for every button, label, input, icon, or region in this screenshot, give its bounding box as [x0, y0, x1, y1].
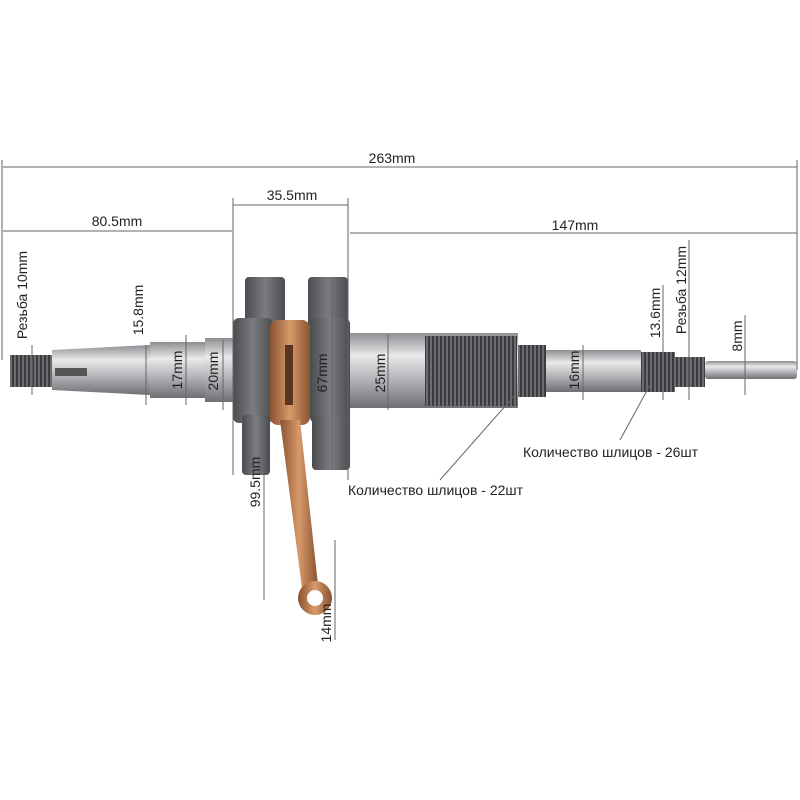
- connecting-rod: [270, 320, 332, 615]
- dim-spline-26-diameter: 13.6mm: [647, 287, 663, 339]
- right-shaft: [350, 333, 797, 408]
- dim-left-taper: 15.8mm: [130, 284, 146, 336]
- left-shaft: [10, 338, 237, 402]
- dim-right-thread: Резьба 12mm: [673, 245, 689, 335]
- dim-left-journal-17: 17mm: [169, 350, 185, 390]
- dim-left-shaft-length: 80.5mm: [91, 213, 143, 229]
- dim-right-journal: 25mm: [372, 353, 388, 393]
- dim-left-journal-20: 20mm: [205, 351, 221, 391]
- dim-web-width: 35.5mm: [266, 187, 318, 203]
- crank-webs: [233, 277, 350, 475]
- dim-small-end: 14mm: [318, 603, 334, 643]
- dim-overall-length: 263mm: [368, 150, 416, 166]
- dim-pin-diameter: 8mm: [729, 320, 745, 352]
- dim-conrod-length: 99.5mm: [247, 456, 263, 508]
- dim-right-shaft-length: 147mm: [551, 217, 599, 233]
- dim-right-shaft: 16mm: [566, 350, 582, 390]
- callout-splines-22: Количество шлицов - 22шт: [348, 482, 524, 498]
- dim-web-diameter: 67mm: [314, 353, 330, 393]
- dimension-lines: [1, 160, 798, 640]
- callout-splines-26: Количество шлицов - 26шт: [523, 444, 699, 460]
- dim-left-thread: Резьба 10mm: [14, 250, 30, 340]
